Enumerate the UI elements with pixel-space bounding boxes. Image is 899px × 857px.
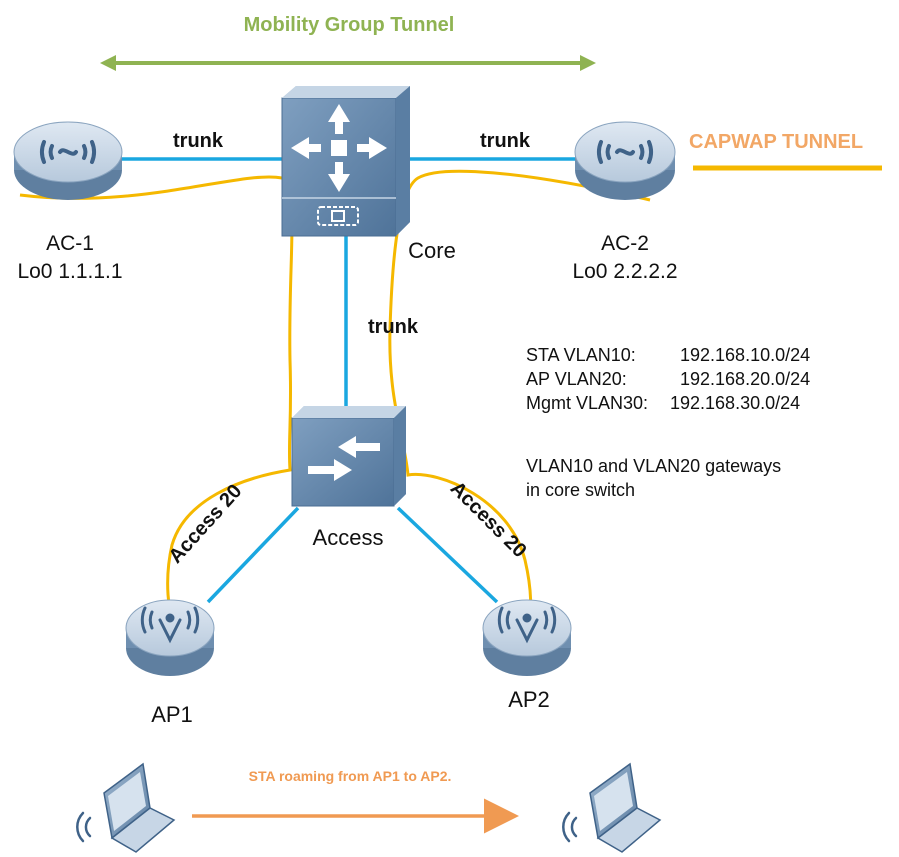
access20-label-ap1: Access 20 [165,480,247,567]
vlan10-name: STA VLAN10: [526,345,636,365]
ap2-access-point-icon [482,599,572,676]
sta-laptop-right-icon [562,762,662,853]
ap2-name: AP2 [508,687,550,712]
access20-label-ap2: Access 20 [446,477,531,562]
sta-laptop-left-icon [76,762,176,853]
access-name: Access [313,525,384,550]
gateway-note-line2: in core switch [526,480,635,500]
ac2-controller-icon [574,121,676,200]
link-access-ap1 [206,506,300,604]
vlan20-name: AP VLAN20: [526,369,627,389]
vlan30-name: Mgmt VLAN30: [526,393,648,413]
vlan20-subnet: 192.168.20.0/24 [680,369,810,389]
link-access-ap2 [396,506,499,604]
mobility-arrow-left [100,55,116,71]
ac1-controller-icon [13,121,123,200]
trunk-label-ac1: trunk [173,130,224,152]
mobility-arrow-right [580,55,596,71]
gateway-note-line1: VLAN10 and VLAN20 gateways [526,456,781,476]
vlan30-subnet: 192.168.30.0/24 [670,393,800,413]
roaming-arrow: STA roaming from AP1 to AP2. [192,768,519,834]
roaming-label: STA roaming from AP1 to AP2. [249,768,452,784]
ac2-loopback: Lo0 2.2.2.2 [572,260,677,283]
vlan10-subnet: 192.168.10.0/24 [680,345,810,365]
trunk-label-ac2: trunk [480,130,531,152]
core-name: Core [408,238,456,263]
physical-links [115,157,580,604]
trunk-label-access: trunk [368,316,419,338]
ap1-access-point-icon [125,599,215,676]
capwap-tunnels [19,169,651,641]
access-switch-icon [291,406,406,507]
capwap-legend-label: CAPWAP TUNNEL [689,131,863,153]
ac1-loopback: Lo0 1.1.1.1 [17,260,122,283]
ac1-name: AC-1 [46,232,94,255]
capwap-legend: CAPWAP TUNNEL [689,131,882,171]
tunnel-ac2-ap2 [388,169,651,641]
ap1-name: AP1 [151,702,193,727]
vlan-info: STA VLAN10: 192.168.10.0/24 AP VLAN20: 1… [526,345,810,500]
mobility-group-tunnel: Mobility Group Tunnel [100,14,596,71]
mobility-tunnel-label: Mobility Group Tunnel [244,14,455,36]
core-switch-icon [281,86,410,237]
ac2-name: AC-2 [601,232,649,255]
tunnel-ac1-ap1 [19,175,294,641]
